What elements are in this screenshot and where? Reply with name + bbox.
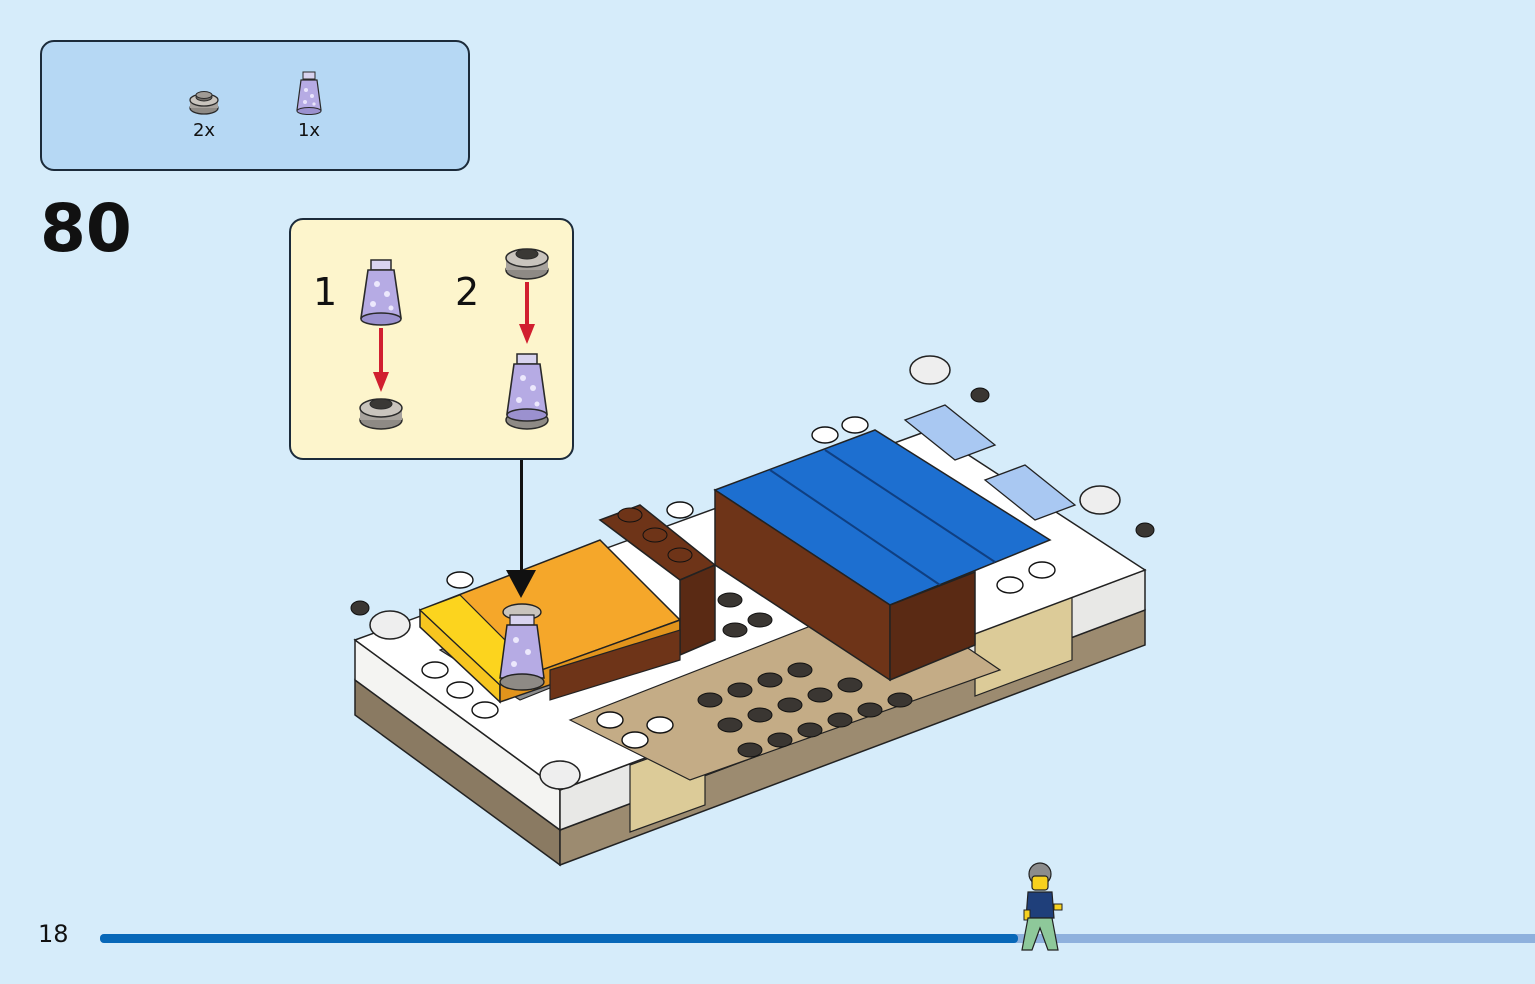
part-quantity: 2x [192, 120, 216, 141]
lavender-glitter-cone-icon [360, 259, 402, 326]
substep-number: 1 [313, 270, 338, 314]
substep-illustration [359, 248, 549, 430]
part-item: 1x [284, 70, 334, 141]
minifigure-icon [1021, 862, 1063, 951]
step-number: 80 [40, 190, 132, 267]
substep-callout-box: 1 2 [289, 218, 574, 460]
part-quantity: 1x [297, 120, 321, 141]
red-arrow-icon [519, 282, 535, 344]
progress-bar [100, 934, 1535, 943]
page-number: 18 [38, 920, 69, 948]
gray-round-plate-icon [359, 398, 403, 430]
callout-pointer-line [520, 460, 523, 570]
progress-bar-fill [100, 934, 1019, 943]
red-arrow-icon [373, 328, 389, 392]
model-illustration [350, 355, 1155, 867]
lavender-glitter-cone-icon [499, 603, 545, 691]
lavender-glitter-cone-icon [296, 71, 322, 115]
substep-number: 2 [455, 270, 480, 314]
lavender-glitter-cone-icon [505, 353, 549, 430]
gray-round-plate-icon [189, 91, 219, 115]
gray-round-plate-icon [505, 248, 549, 280]
parts-list-box: 2x 1x [40, 40, 470, 171]
part-item: 2x [179, 86, 229, 141]
callout-arrow-icon [506, 570, 536, 598]
